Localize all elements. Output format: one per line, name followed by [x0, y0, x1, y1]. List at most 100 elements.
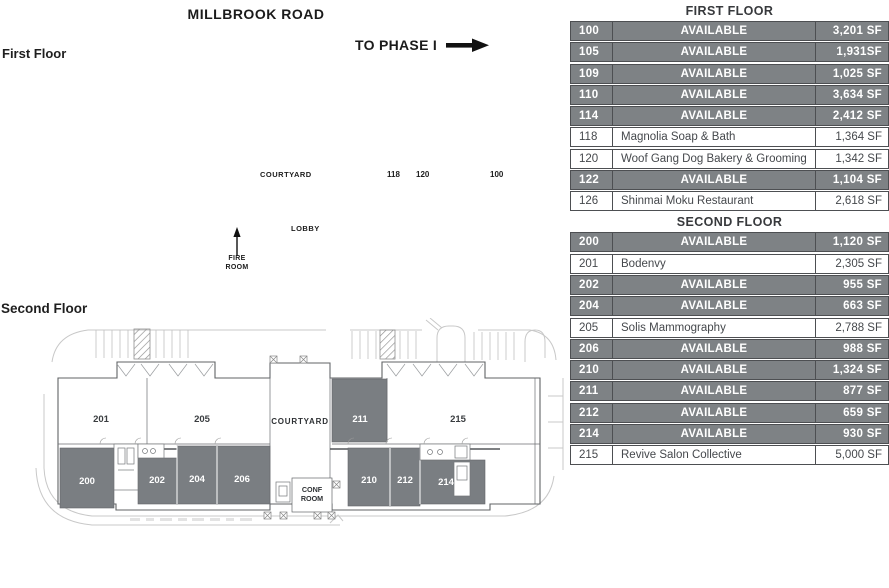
sf-suite-204-label: 204: [189, 474, 206, 485]
tenant-name: AVAILABLE: [680, 278, 748, 291]
ff-lobby-label: LOBBY: [291, 224, 320, 233]
tenant-name: AVAILABLE: [680, 385, 748, 398]
square-footage: 877 SF: [815, 382, 888, 401]
sf-suite-202-label: 202: [149, 475, 165, 486]
second-floor-table-title: SECOND FLOOR: [676, 215, 783, 230]
tenant-name: AVAILABLE: [680, 342, 748, 355]
suite-200-area: [59, 447, 115, 509]
tenant-name: Bodenvy: [621, 257, 666, 270]
second-floor-plan-drawing: 201 205 COURTYARD 211 215 200 202 204 20…: [35, 318, 564, 526]
tenant-name: AVAILABLE: [680, 174, 748, 187]
ff-suite-100-label: 100: [490, 170, 504, 179]
table-row-suite-118: 118 Magnolia Soap & Bath 1,364 SF: [570, 127, 889, 148]
tenant-name: Solis Mammography: [621, 321, 726, 334]
square-footage: 2,305 SF: [815, 254, 888, 273]
suite-number: 200: [571, 233, 613, 252]
first-floor-table-title: FIRST FLOOR: [685, 4, 774, 18]
tenant-name: AVAILABLE: [680, 236, 748, 249]
tenant-name: AVAILABLE: [680, 428, 748, 441]
sf-suite-214-label: 214: [438, 477, 455, 488]
suite-number: 109: [571, 64, 613, 83]
table-row-suite-211: 211 AVAILABLE 877 SF: [570, 381, 889, 402]
suite-number: 122: [571, 171, 613, 190]
sf-suite-206-label: 206: [234, 474, 250, 485]
first-floor-heading: First Floor: [2, 46, 67, 61]
square-footage: 3,634 SF: [815, 85, 888, 104]
table-row-suite-122: 122 AVAILABLE 1,104 SF: [570, 170, 889, 191]
square-footage: 2,412 SF: [815, 107, 888, 126]
gray-suites: [59, 378, 486, 509]
sf-suite-211-label: 211: [352, 414, 368, 425]
suite-number: 214: [571, 425, 613, 444]
suite-number: 100: [571, 22, 613, 40]
suite-number: 201: [571, 254, 613, 273]
suite-number: 212: [571, 403, 613, 422]
sf-suite-200-label: 200: [79, 476, 95, 487]
tenant-name: AVAILABLE: [680, 406, 748, 419]
suite-number: 105: [571, 43, 613, 62]
sf-suite-205-label: 205: [194, 414, 211, 425]
suite-number: 204: [571, 297, 613, 316]
square-footage: 1,324 SF: [815, 361, 888, 380]
to-phase-direction: TO PHASE I: [355, 37, 490, 53]
square-footage: 1,025 SF: [815, 64, 888, 83]
sf-suite-201-label: 201: [93, 414, 110, 425]
tenant-name: Shinmai Moku Restaurant: [621, 195, 754, 208]
sf-conf-room-line2: ROOM: [301, 494, 323, 503]
tenant-name: AVAILABLE: [680, 67, 748, 80]
square-footage: 659 SF: [815, 403, 888, 422]
up-arrow-icon: [233, 227, 241, 256]
square-footage: 2,788 SF: [815, 318, 888, 337]
tenant-name: AVAILABLE: [680, 300, 748, 313]
suite-number: 120: [571, 149, 613, 168]
tenant-name: AVAILABLE: [680, 46, 748, 59]
right-arrow-icon: [446, 38, 490, 52]
road-title: MILLBROOK ROAD: [187, 6, 325, 22]
square-footage: 1,364 SF: [815, 128, 888, 147]
tenant-name: AVAILABLE: [680, 110, 748, 123]
tenant-name: AVAILABLE: [680, 364, 748, 377]
square-footage: 930 SF: [815, 425, 888, 444]
suite-206-area: [216, 445, 271, 505]
suite-number: 126: [571, 192, 613, 211]
square-footage: 1,342 SF: [815, 149, 888, 168]
door-arcs: [99, 437, 469, 445]
room-labels: 201 205 COURTYARD 211 215 200 202 204 20…: [79, 414, 467, 503]
tenant-name: Revive Salon Collective: [621, 449, 742, 462]
parking-stall-lines: [95, 330, 515, 360]
table-row-suite-109: 109 AVAILABLE 1,025 SF: [570, 63, 889, 84]
xbox-symbols: [263, 355, 341, 520]
second-floor-heading: Second Floor: [1, 301, 88, 316]
fire-room-line1: FIRE: [228, 255, 246, 262]
square-footage: 955 SF: [815, 275, 888, 294]
ff-courtyard-label: COURTYARD: [260, 170, 312, 179]
tenant-name: Magnolia Soap & Bath: [621, 131, 736, 144]
suite-number: 211: [571, 382, 613, 401]
canopy-marks: [116, 363, 484, 377]
tenant-name: AVAILABLE: [680, 88, 748, 101]
suite-210-area: [347, 447, 391, 507]
sf-suite-210-label: 210: [361, 475, 377, 486]
square-footage: 1,931SF: [815, 43, 888, 62]
sf-courtyard-label: COURTYARD: [271, 417, 329, 426]
suite-number: 215: [571, 446, 613, 465]
hatched-area-right: [379, 329, 396, 360]
sf-suite-212-label: 212: [397, 475, 413, 486]
service-cores: [113, 443, 471, 513]
suite-number: 118: [571, 128, 613, 147]
square-footage: 1,104 SF: [815, 171, 888, 190]
